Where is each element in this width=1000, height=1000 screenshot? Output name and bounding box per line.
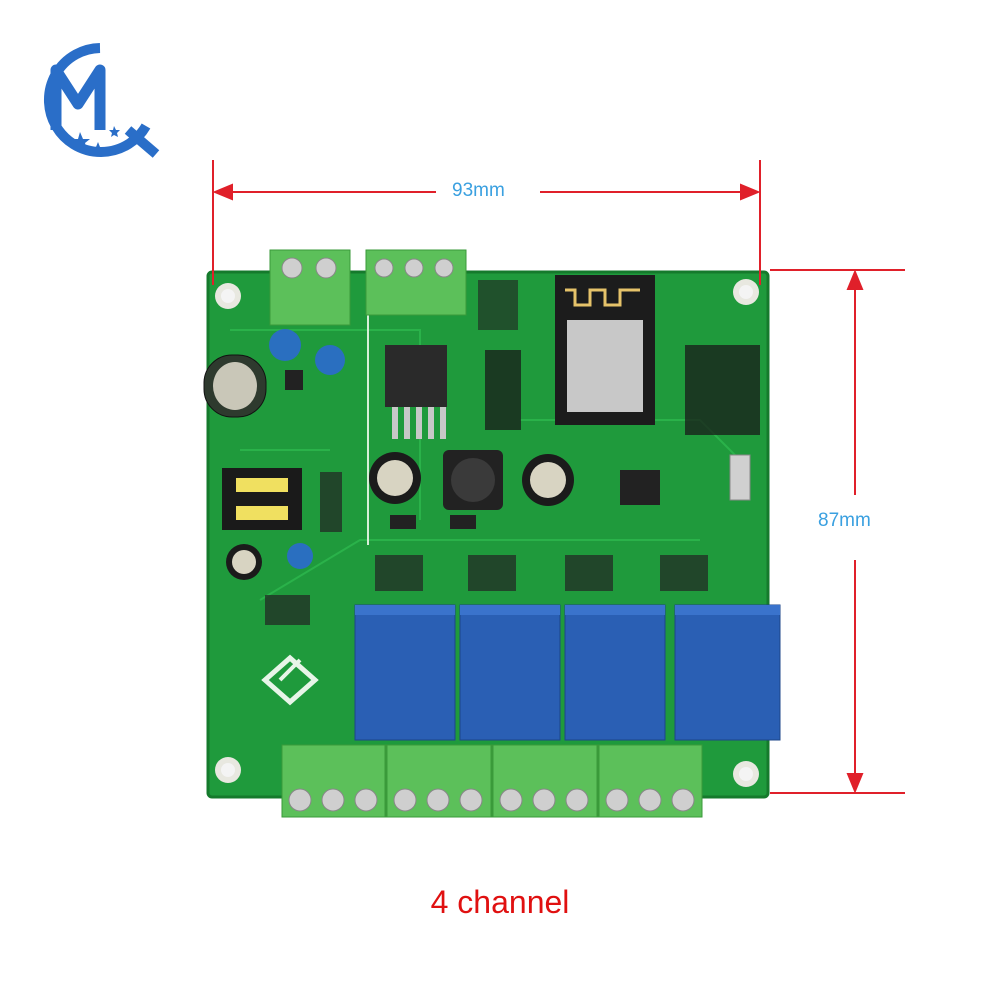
mounting-hole bbox=[215, 757, 241, 783]
smd-components bbox=[265, 280, 708, 625]
pin-header bbox=[485, 345, 760, 435]
height-dimension-line bbox=[770, 269, 905, 794]
mq-brand-logo bbox=[43, 43, 160, 158]
reset-button-component bbox=[729, 454, 751, 501]
transformer bbox=[222, 468, 302, 530]
electrolytic-capacitor bbox=[369, 452, 421, 504]
mounting-hole bbox=[733, 279, 759, 305]
inductor bbox=[443, 450, 503, 510]
relay-1 bbox=[354, 604, 456, 741]
width-dimension-line bbox=[212, 160, 761, 285]
wifi-module bbox=[555, 275, 655, 425]
mounting-hole bbox=[215, 283, 241, 309]
blue-ceramic-capacitor bbox=[269, 329, 345, 569]
mounting-hole bbox=[733, 761, 759, 787]
regulator-chip bbox=[385, 345, 447, 439]
pcb-board bbox=[203, 249, 770, 799]
power-terminal-block bbox=[269, 249, 351, 326]
relay-2 bbox=[459, 604, 561, 741]
height-dimension-label: 87mm bbox=[818, 510, 871, 531]
width-dimension-label: 93mm bbox=[452, 180, 505, 201]
relay-3 bbox=[564, 604, 666, 741]
relay-terminal-blocks bbox=[281, 744, 703, 818]
io-terminal-block bbox=[365, 249, 467, 316]
pcb-silkscreen-logo bbox=[261, 654, 319, 706]
electrolytic-capacitor bbox=[203, 354, 267, 418]
relay-4 bbox=[674, 604, 781, 741]
electrolytic-capacitor bbox=[226, 544, 262, 580]
relay-row bbox=[354, 604, 781, 741]
electrolytic-capacitor bbox=[522, 454, 574, 506]
product-caption: 4 channel bbox=[430, 884, 570, 920]
